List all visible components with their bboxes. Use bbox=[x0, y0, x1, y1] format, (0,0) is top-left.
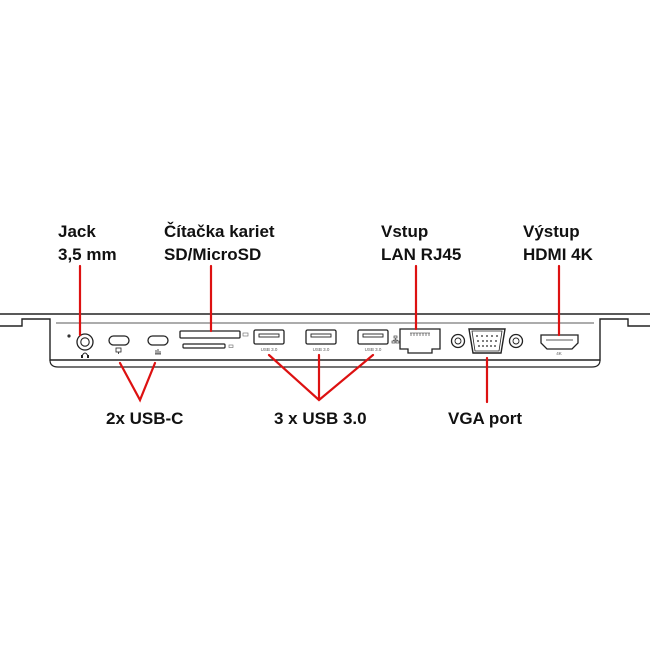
callout-usb3-text: 3 x USB 3.0 bbox=[274, 409, 367, 428]
hdmi-port-label: 4K bbox=[556, 351, 562, 356]
callout-hdmi: Výstup HDMI 4K bbox=[523, 220, 593, 266]
callout-jack-line1: Jack bbox=[58, 222, 96, 241]
callout-card-reader-line2: SD/MicroSD bbox=[164, 245, 262, 264]
callout-vga-text: VGA port bbox=[448, 409, 522, 428]
callout-jack: Jack 3,5 mm bbox=[58, 220, 117, 266]
callout-jack-line2: 3,5 mm bbox=[58, 245, 117, 264]
callout-hdmi-line2: HDMI 4K bbox=[523, 245, 593, 264]
callout-lan-line1: Vstup bbox=[381, 222, 429, 241]
callout-lan: Vstup LAN RJ45 bbox=[381, 220, 461, 266]
callout-hdmi-line1: Výstup bbox=[523, 222, 580, 241]
usb3-port-1 bbox=[253, 329, 285, 345]
status-led-icon bbox=[67, 334, 71, 338]
headphone-icon bbox=[81, 352, 89, 358]
callout-usb3: 3 x USB 3.0 bbox=[274, 407, 367, 430]
hdmi-port bbox=[540, 334, 579, 350]
usb3-port-2-label: USB 3.0 bbox=[313, 347, 330, 352]
microsd-card-icon bbox=[228, 344, 234, 348]
network-icon bbox=[391, 335, 400, 344]
callout-card-reader: Čítačka kariet SD/MicroSD bbox=[164, 220, 275, 266]
usb3-port-3-label: USB 3.0 bbox=[365, 347, 382, 352]
sd-card-slot bbox=[179, 330, 241, 339]
callout-usb-c-text: 2x USB-C bbox=[106, 409, 184, 428]
lan-rj45-port bbox=[399, 328, 441, 354]
display-icon bbox=[115, 347, 122, 354]
usb-c-port-1 bbox=[108, 335, 130, 346]
usb3-port-1-label: USB 3.0 bbox=[261, 347, 278, 352]
callout-lines bbox=[78, 264, 561, 404]
usb-c-port-2 bbox=[147, 335, 169, 346]
device-outline bbox=[0, 313, 650, 368]
usb3-port-3 bbox=[357, 329, 389, 345]
callout-line-usb3 bbox=[267, 353, 375, 402]
usb3-port-2 bbox=[305, 329, 337, 345]
callout-usb-c: 2x USB-C bbox=[106, 407, 183, 430]
usb-symbol-icon bbox=[155, 349, 161, 355]
audio-jack-port bbox=[76, 333, 94, 351]
callout-line-usb-c bbox=[118, 361, 157, 403]
sd-card-icon bbox=[242, 332, 249, 337]
callout-vga: VGA port bbox=[448, 407, 522, 430]
callout-card-reader-line1: Čítačka kariet bbox=[164, 222, 275, 241]
vga-port bbox=[450, 328, 524, 354]
callout-lan-line2: LAN RJ45 bbox=[381, 245, 462, 264]
microsd-card-slot bbox=[182, 343, 226, 349]
